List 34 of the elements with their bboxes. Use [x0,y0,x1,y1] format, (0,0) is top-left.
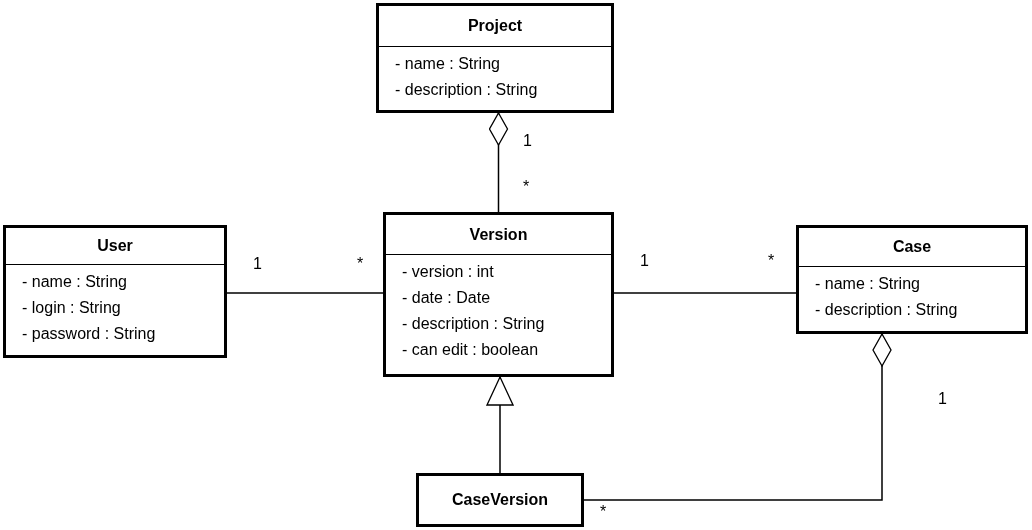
attribute-text: - name : String [815,274,921,294]
multiplicity-label: * [768,252,775,270]
class-name: Version [469,224,528,245]
multiplicity-label: * [357,255,364,273]
attribute-text: - login : String [22,298,122,318]
class-box [416,473,584,527]
class-box [796,225,1028,334]
attribute-text: - description : String [402,314,546,334]
class-name: Project [467,16,523,36]
attribute-text: - can edit : boolean [402,340,540,360]
aggregation-line [583,333,892,501]
attribute-text: - password : String [22,324,157,344]
multiplicity-label: * [523,178,530,196]
attribute-text: - name : String [22,272,128,292]
attribute-text: - description : String [395,80,539,100]
multiplicity-label: 1 [640,252,649,270]
class-name: CaseVersion [451,490,549,510]
multiplicity-label: * [600,503,607,521]
attribute-text: - name : String [395,54,501,74]
class-box [383,212,614,377]
attribute-text: - version : int [402,262,495,282]
class-name: User [97,236,133,256]
attribute-text: - description : String [815,300,959,320]
association-line [226,292,384,294]
multiplicity-label: 1 [253,255,262,273]
class-box [3,225,227,358]
class-box [376,3,614,113]
class-name: Case [892,237,932,257]
attribute-text: - date : Date [402,288,492,308]
generalization-arrow [486,376,514,474]
aggregation-line [488,112,509,213]
association-line [613,292,797,294]
multiplicity-label: 1 [938,390,947,408]
multiplicity-label: 1 [523,132,532,150]
